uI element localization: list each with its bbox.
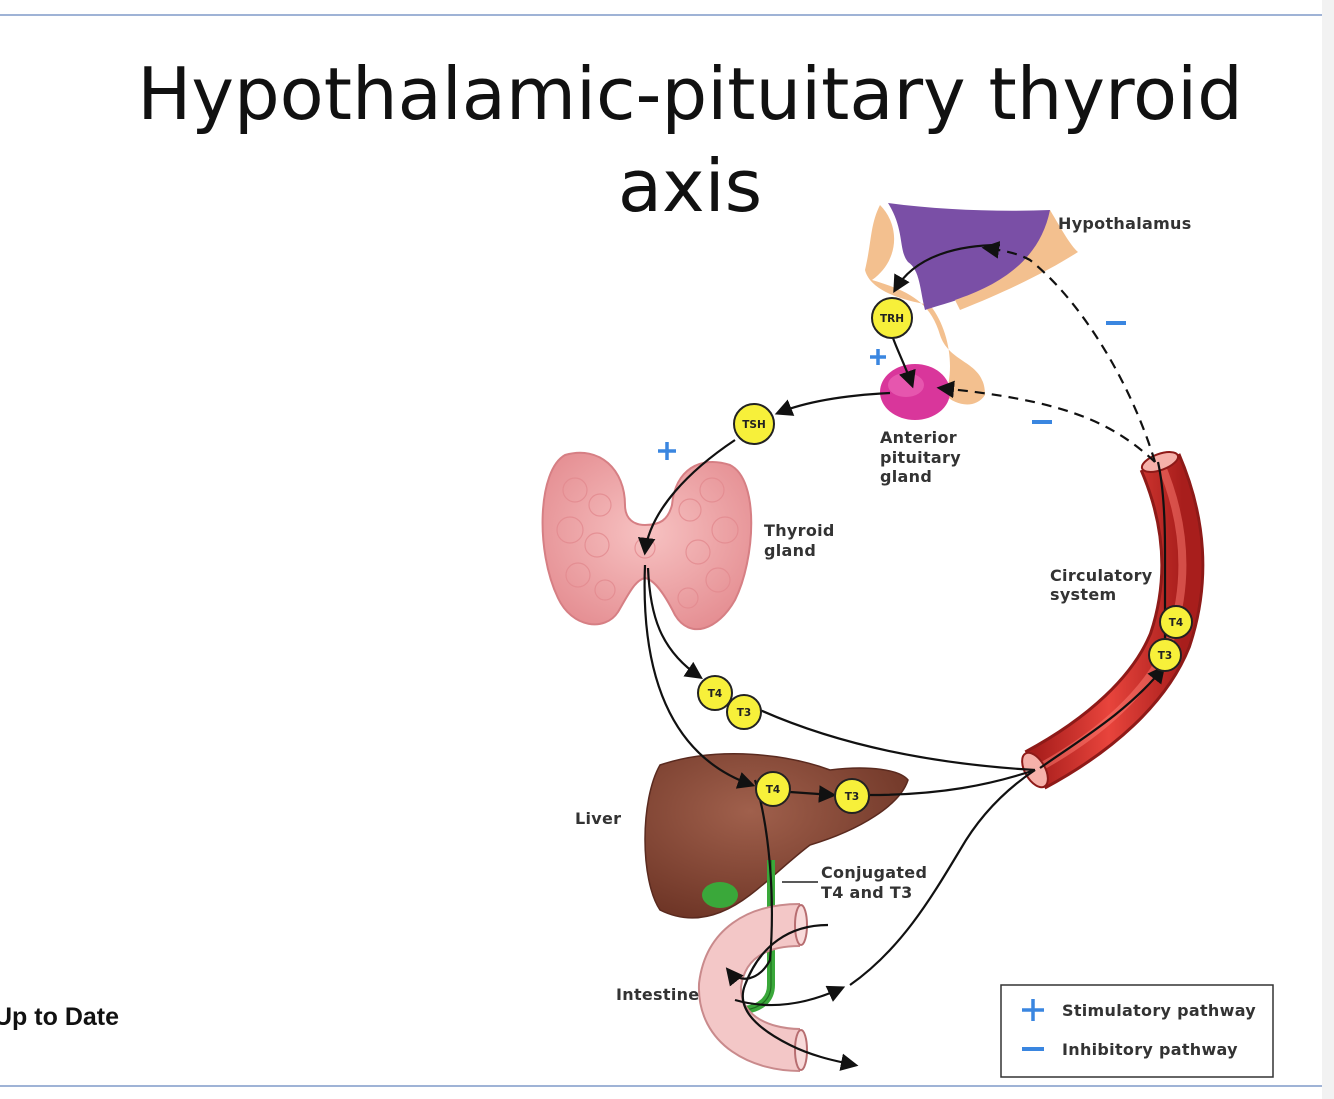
t4t3-to-vessel-line <box>759 708 1036 772</box>
label-conjugated-line1: Conjugated <box>821 863 927 882</box>
title-line-1: Hypothalamic-pituitary thyroid <box>137 52 1243 136</box>
stimulatory-sign-trh <box>870 349 886 365</box>
t4-bubble-thyroid: T4 <box>697 675 733 711</box>
slide-title: Hypothalamic-pituitary thyroid axis <box>60 48 1320 232</box>
thyroid-to-liver-t4-arrow <box>643 564 756 789</box>
t3-bubble-vessel: T3 <box>1148 638 1182 672</box>
svg-text:T4: T4 <box>708 688 722 700</box>
gallbladder <box>702 882 738 908</box>
hypothalamus-pituitary-complex <box>865 203 1078 420</box>
label-intestine: Intestine <box>616 985 699 1004</box>
title-line-2: axis <box>617 144 763 228</box>
vessel-flow-arrow <box>1039 665 1166 769</box>
svg-text:T3: T3 <box>1158 650 1172 662</box>
legend-plus-icon <box>1022 999 1044 1021</box>
source-credit: Up to Date <box>0 1003 119 1031</box>
legend-stimulatory-label: Stimulatory pathway <box>1062 1001 1256 1020</box>
svg-text:T4: T4 <box>766 784 780 796</box>
pathway-signs <box>658 321 1126 460</box>
hypothalamus-shape <box>888 203 1051 310</box>
label-anterior-pituitary-line3: gland <box>880 467 932 486</box>
label-conjugated-line2: T4 and T3 <box>821 883 913 902</box>
trh-to-pituitary-arrow <box>891 337 916 389</box>
pituitary-highlight <box>888 373 924 397</box>
t4-bubble-vessel: T4 <box>1159 605 1193 639</box>
legend: Stimulatory pathway Inhibitory pathway <box>1000 984 1274 1078</box>
tsh-bubble: TSH <box>733 403 775 445</box>
feedback-to-pituitary-arrow <box>936 380 1156 463</box>
feedback-to-hypothalamus-arrow <box>981 241 1157 463</box>
svg-text:T3: T3 <box>737 707 751 719</box>
label-thyroid-line2: gland <box>764 541 816 560</box>
structure-labels: Hypothalamus Anterior pituitary gland Th… <box>575 214 1192 1004</box>
svg-text:T3: T3 <box>845 791 859 803</box>
label-hypothalamus: Hypothalamus <box>1058 214 1192 233</box>
t3-bubble-liver: T3 <box>834 778 870 814</box>
svg-text:TSH: TSH <box>742 419 766 431</box>
liver-to-intestine-arrow <box>725 779 773 987</box>
trh-bubble: TRH <box>871 297 913 339</box>
legend-inhibitory-label: Inhibitory pathway <box>1062 1040 1238 1059</box>
intestine <box>698 903 808 1072</box>
top-rule <box>0 14 1334 16</box>
pathway-arrows <box>637 243 1167 1071</box>
hormone-bubbles: TRH TSH T4 T3 T4 T3 T4 T3 <box>697 297 1193 814</box>
svg-text:T4: T4 <box>1169 617 1183 629</box>
bottom-rule <box>0 1085 1334 1087</box>
liver-t3-to-vessel-line <box>869 768 1036 797</box>
hypothalamus-rim <box>955 210 1078 310</box>
slide-edge <box>1322 0 1334 1099</box>
label-anterior-pituitary-line2: pituitary <box>880 448 961 467</box>
vessel-inner-line <box>1156 461 1167 640</box>
tsh-to-thyroid-arrow <box>637 439 736 556</box>
t4-to-t3-conversion-arrow <box>789 785 837 803</box>
intestine-excretion-arrow <box>741 923 859 1071</box>
blood-vessel <box>1021 451 1205 790</box>
intestine-reabsorption-arrow <box>734 985 846 1007</box>
svg-text:TRH: TRH <box>880 313 904 325</box>
stimulatory-sign-tsh <box>658 442 676 460</box>
label-liver: Liver <box>575 809 621 828</box>
label-circulatory-line2: system <box>1050 585 1116 604</box>
t4-bubble-liver: T4 <box>755 771 791 807</box>
thyroid-to-t4t3-arrow <box>646 567 703 679</box>
label-anterior-pituitary-line1: Anterior <box>880 428 957 447</box>
label-circulatory-line1: Circulatory <box>1050 566 1153 585</box>
enterohepatic-return-line <box>849 769 1036 986</box>
label-thyroid-line1: Thyroid <box>764 521 835 540</box>
t3-bubble-thyroid: T3 <box>726 694 762 730</box>
legend-box <box>1000 984 1274 1078</box>
inhibitory-feedback-arrows <box>936 241 1157 463</box>
pituitary-to-tsh-arrow <box>774 391 891 416</box>
